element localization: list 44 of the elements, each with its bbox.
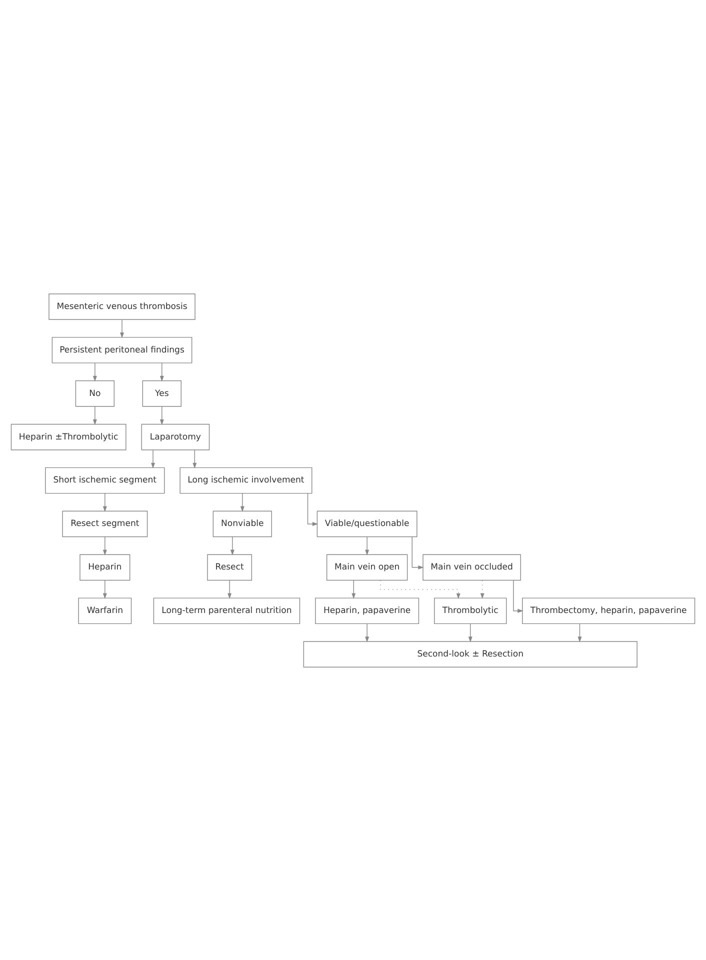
node-box: Short ischemic segment	[45, 466, 165, 494]
node-box: Nonviable	[212, 510, 272, 537]
node-box: Heparin	[80, 554, 130, 580]
arrow	[151, 449, 155, 468]
node-box: Heparin ±Thrombolytic	[10, 423, 126, 450]
arrow	[480, 580, 484, 598]
node-box: Main vein open	[326, 554, 408, 580]
node-box: Viable/questionable	[316, 510, 418, 537]
arrow	[102, 536, 107, 555]
node-box: Long-term parenteral nutrition	[153, 597, 300, 624]
node-box: Thrombectomy, heparin, papaverine	[522, 597, 696, 624]
node-box: Heparin, papaverine	[315, 597, 420, 624]
arrow	[120, 318, 124, 338]
arrow	[513, 580, 524, 612]
arrow	[92, 406, 97, 425]
arrow	[578, 623, 582, 642]
arrow	[92, 362, 97, 382]
arrow	[380, 579, 460, 599]
arrow	[412, 536, 424, 569]
node-box: Yes	[142, 380, 182, 406]
arrow	[240, 492, 244, 512]
node-box: Main vein occluded	[422, 554, 521, 580]
arrow	[365, 536, 370, 555]
arrow	[230, 536, 234, 555]
node-box: Mesenteric venous thrombosis	[48, 293, 196, 320]
arrow	[365, 623, 370, 642]
arrow	[352, 580, 356, 598]
node-box: Warfarin	[78, 597, 132, 624]
node-box: Resect	[207, 554, 252, 580]
arrow	[228, 580, 232, 598]
node-box: Long ischemic involvement	[180, 466, 312, 494]
node-box: Laparotomy	[141, 423, 210, 450]
arrow	[192, 449, 197, 468]
node-box: Second-look ± Resection	[303, 640, 638, 667]
arrow	[102, 580, 107, 598]
node-box: Thrombolytic	[434, 597, 507, 624]
node-box: No	[75, 380, 115, 406]
arrow	[160, 406, 164, 425]
arrow	[160, 362, 164, 382]
arrow	[307, 492, 318, 526]
node-box: Persistent peritoneal findings	[52, 336, 192, 363]
arrow	[102, 492, 107, 512]
node-box: Resect segment	[62, 510, 148, 537]
arrow	[468, 623, 472, 642]
